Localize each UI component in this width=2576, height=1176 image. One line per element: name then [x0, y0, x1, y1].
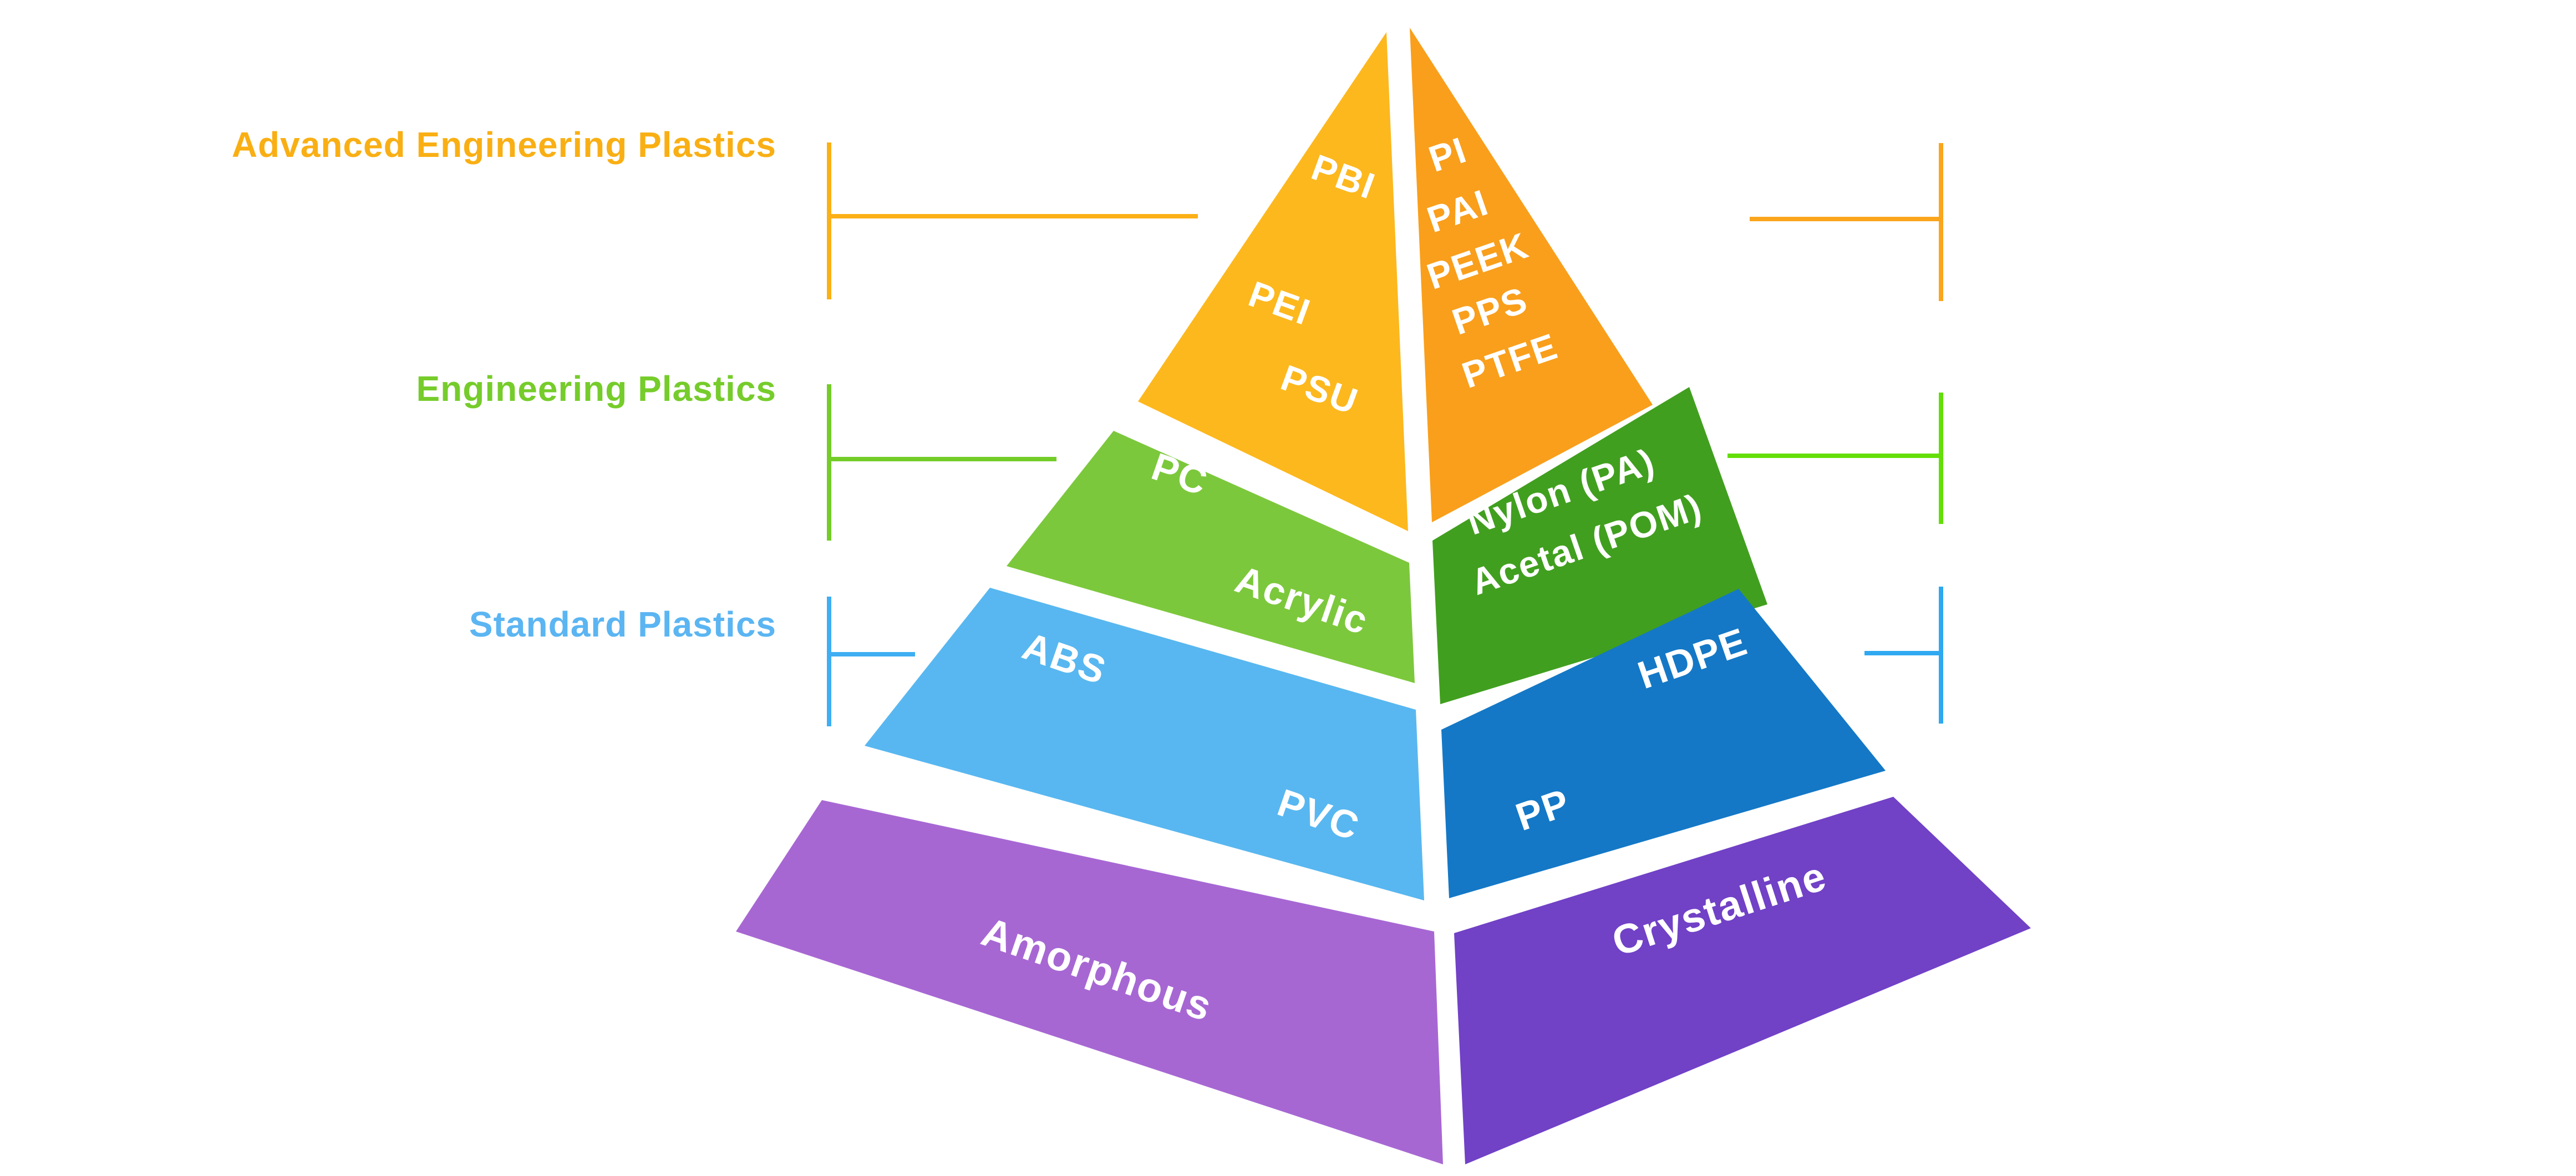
category-label-advanced: Advanced Engineering Plastics — [232, 125, 776, 165]
tier-advanced-right-shape — [1410, 28, 1653, 522]
base-amorphous-shape — [736, 800, 1443, 1164]
tier-engineering-left-shape — [1007, 431, 1415, 683]
category-labels: Advanced Engineering Plastics Engineerin… — [232, 125, 776, 644]
category-label-engineering: Engineering Plastics — [416, 369, 776, 409]
brackets — [827, 142, 1943, 726]
tier-standard-left-shape — [865, 588, 1424, 900]
base-crystalline-shape — [1454, 797, 2031, 1164]
category-label-standard: Standard Plastics — [469, 604, 776, 644]
tier-advanced-left-shape — [1138, 32, 1408, 531]
tier-standard-right-shape — [1441, 589, 1886, 898]
pyramid — [736, 28, 2031, 1164]
